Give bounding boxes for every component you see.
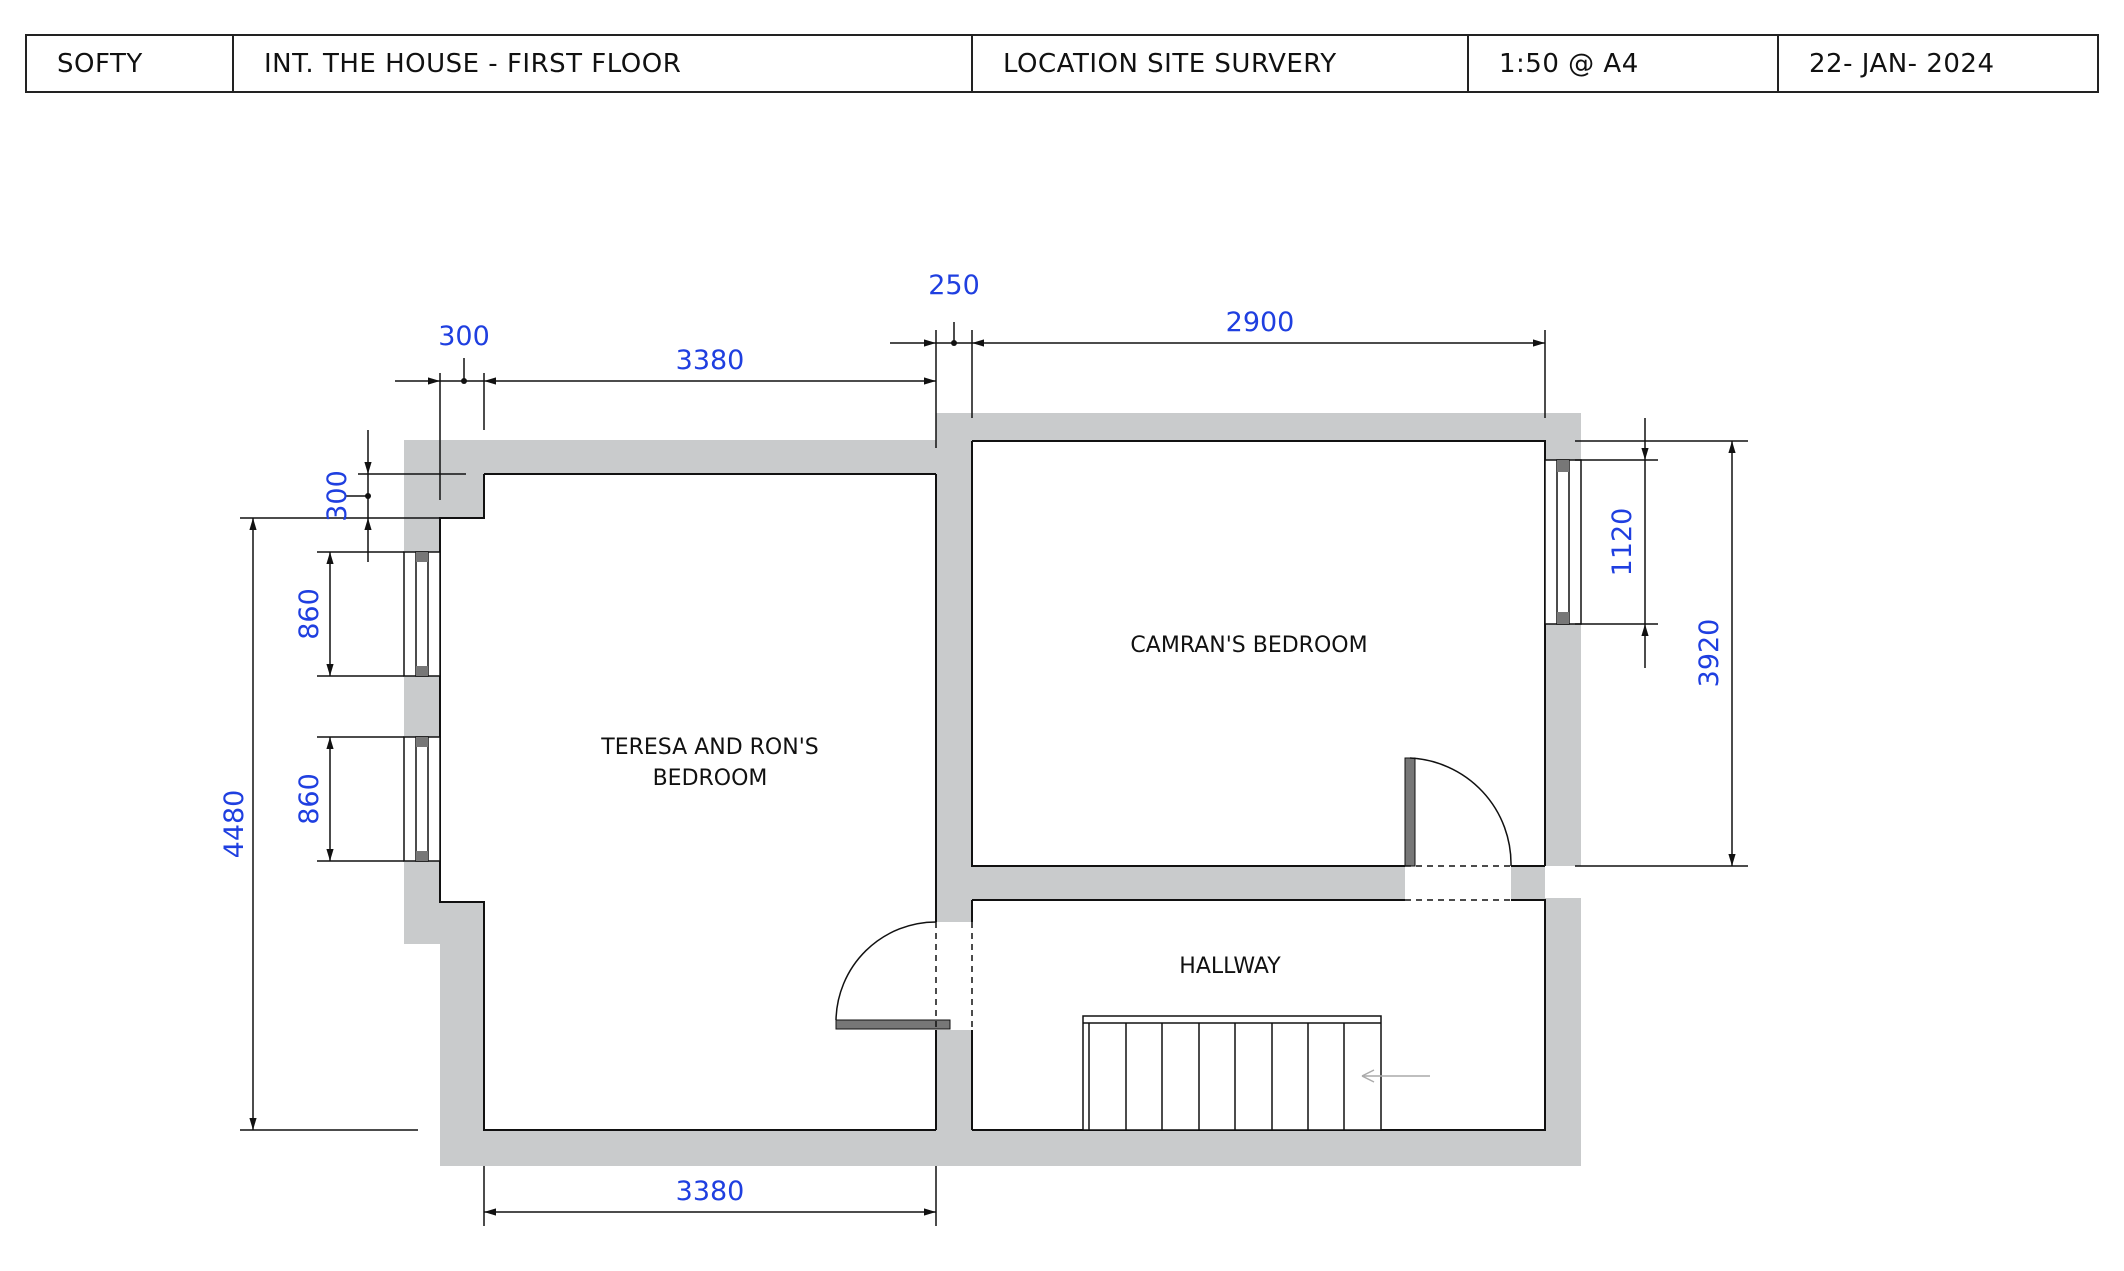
dim-left-window-lower: 860 (294, 773, 325, 825)
title-company: SOFTY (27, 36, 234, 91)
title-project: INT. THE HOUSE - FIRST FLOOR (234, 36, 973, 91)
walls (404, 413, 1581, 1166)
title-date: 22- JAN- 2024 (1809, 48, 1995, 79)
title-scale: 1:50 @ A4 (1469, 36, 1779, 91)
dim-top-wall: 250 (928, 270, 980, 301)
dim-right-window: 1120 (1607, 508, 1638, 577)
dimension-lines-bottom (483, 1166, 937, 1226)
dim-top-left-width: 3380 (676, 345, 745, 376)
door-second-bedroom (1404, 757, 1512, 901)
left-window-lower (403, 736, 441, 862)
dimension-lines-right (1575, 418, 1748, 867)
door-master-bedroom (835, 921, 973, 1030)
room-label-second: CAMRAN'S BEDROOM (1130, 633, 1367, 658)
dim-top-chimney: 300 (438, 321, 490, 352)
dim-left-window-upper: 860 (294, 588, 325, 640)
title-drawing: LOCATION SITE SURVERY (973, 36, 1469, 91)
dim-right-overall: 3920 (1694, 619, 1725, 688)
dimension-lines-left (240, 430, 466, 1131)
dim-left-chimney-depth: 300 (322, 470, 353, 522)
dimension-lines-top (395, 322, 1546, 500)
right-window (1544, 459, 1582, 625)
staircase (1082, 1015, 1430, 1131)
left-window-upper (403, 551, 441, 677)
room-label-hallway: HALLWAY (1179, 954, 1281, 979)
room-label-master-line1: TERESA AND RON'S (600, 735, 818, 760)
title-block: SOFTY INT. THE HOUSE - FIRST FLOOR LOCAT… (25, 34, 2099, 93)
dim-top-right-width: 2900 (1226, 307, 1295, 338)
room-label-master-line2: BEDROOM (653, 766, 768, 791)
dim-bottom-width: 3380 (676, 1176, 745, 1207)
dim-left-overall: 4480 (219, 790, 250, 859)
